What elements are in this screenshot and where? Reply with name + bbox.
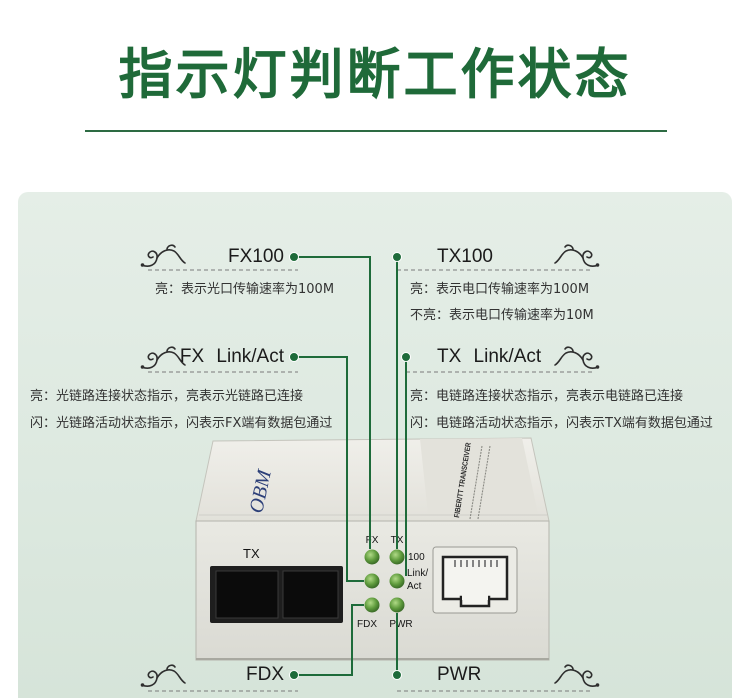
callout-label-pwr: PWR (437, 664, 482, 685)
connector-fdx (294, 604, 364, 676)
callout-dot-icon (392, 252, 402, 262)
model-fine-print (469, 445, 491, 520)
desc-tx100-off: 不亮：表示电口传输速率为10M (410, 308, 594, 323)
title-divider (85, 130, 667, 132)
led-tx-link-indicator-icon (389, 573, 405, 589)
led-tx100-indicator-icon (389, 549, 405, 565)
callout-dot-icon (401, 352, 411, 362)
led-label-100: 100 (408, 552, 425, 563)
connector-lines (294, 256, 407, 676)
desc-tx-link-blink: 闪：电链路活动状态指示，闪表示TX端有数据包通过 (410, 416, 713, 431)
led-label-link: Link/ (407, 568, 428, 579)
desc-fx-link-blink: 闪：光链路活动状态指示，闪表示FX端有数据包通过 (30, 416, 333, 431)
callout-label-fdx: FDX (246, 664, 284, 685)
callout-dot-icon (392, 670, 402, 680)
callout-dots (289, 252, 411, 680)
callout-label-fx-link-act: FX Link/Act (179, 346, 284, 367)
callout-dot-icon (289, 252, 299, 262)
led-label-fdx: FDX (357, 619, 377, 630)
fiber-sc-port (210, 566, 343, 623)
callout-underlines (148, 269, 592, 692)
callout-label-tx-link-act: TX Link/Act (437, 346, 542, 367)
led-fx-link-indicator-icon (364, 573, 380, 589)
device-top-label-area (420, 438, 538, 514)
led-pwr-indicator-icon (389, 597, 405, 613)
led-fx100-indicator-icon (364, 549, 380, 565)
swirl-ornament-icon (554, 346, 601, 370)
desc-tx-link-on: 亮：电链路连接状态指示，亮表示电链路已连接 (410, 389, 684, 404)
swirl-ornament-icon (554, 244, 601, 268)
led-label-pwr: PWR (389, 619, 412, 630)
led-fdx-indicator-icon (364, 597, 380, 613)
rj45-port (432, 546, 518, 614)
fiber-port-label: TX (243, 546, 260, 561)
connector-fx100 (294, 256, 371, 549)
callout-label-tx100: TX100 (437, 246, 493, 267)
connector-fx-link (294, 356, 364, 582)
led-label-fx: FX (366, 535, 379, 546)
callout-label-fx100: FX100 (228, 246, 284, 267)
media-converter-device: OBM FIBER/TT TRANSCEIVER TX FX (195, 437, 550, 661)
swirl-ornament-icon (554, 664, 601, 688)
desc-fx-link-on: 亮：光链路连接状态指示，亮表示光链路已连接 (30, 389, 304, 404)
page-title: 指示灯判断工作状态 (118, 43, 632, 106)
desc-tx100-on: 亮：表示电口传输速率为100M (410, 282, 590, 297)
desc-fx100-on: 亮：表示光口传输速率为100M (155, 282, 335, 297)
led-label-act: Act (407, 581, 422, 592)
callout-dot-icon (289, 670, 299, 680)
callout-dot-icon (289, 352, 299, 362)
